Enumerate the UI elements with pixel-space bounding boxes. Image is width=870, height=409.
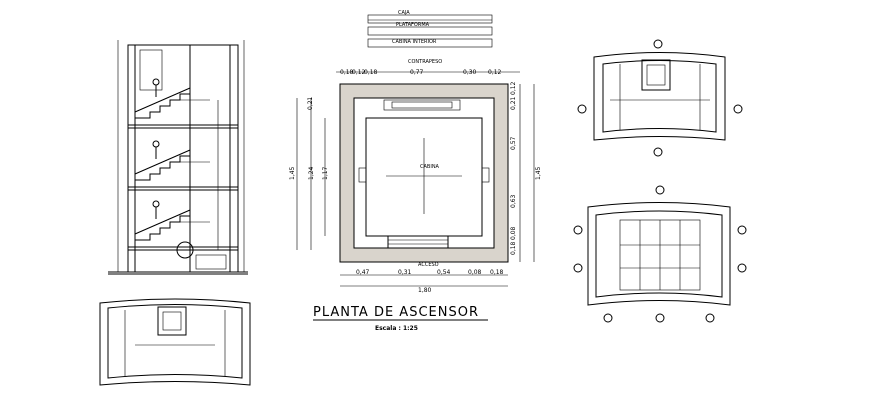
dim-top-0: 0,18: [340, 69, 354, 76]
drawing-title: PLANTA DE ASCENSOR: [313, 305, 479, 320]
label-contrapeso: CONTRAPESO: [408, 59, 442, 65]
dim-bottom-2: 0,54: [437, 269, 451, 276]
dim-right-4: 0,08: [510, 226, 517, 240]
dim-bottom-1: 0,31: [398, 269, 412, 276]
dim-top-2: 0,18: [364, 69, 378, 76]
dim-right-1: 0,12: [510, 81, 517, 95]
dim-total: 1,80: [418, 287, 432, 294]
elevator-plan: CAJA PLATAFORMA CABINA INTERIOR CONTRAPE…: [289, 10, 542, 332]
dim-top-3: 0,77: [410, 69, 424, 76]
dim-right-6: 1,45: [535, 166, 542, 180]
dim-top-1: 0,12: [352, 69, 366, 76]
dim-right-3: 0,63: [510, 194, 517, 208]
dim-left-2: 1,17: [322, 166, 329, 180]
dim-left-1: 1,24: [308, 166, 315, 180]
dim-right-0: 0,21: [510, 96, 517, 110]
dim-right-2: 0,57: [510, 136, 517, 150]
stair-floor-plan-small: [99, 298, 251, 386]
label-cabina: CABINA: [420, 164, 440, 170]
dim-top-4: 0,30: [463, 69, 477, 76]
dim-right-5: 0,18: [510, 241, 517, 255]
dim-bottom-4: 0,18: [490, 269, 504, 276]
stair-plan-top-right: [577, 39, 743, 157]
drawing-scale: Escala : 1:25: [375, 325, 418, 332]
dim-bottom-3: 0,08: [468, 269, 482, 276]
building-section-elevation: [108, 40, 248, 275]
dim-top-5: 0,12: [488, 69, 502, 76]
label-plataforma: PLATAFORMA: [396, 22, 430, 28]
label-caja: CAJA: [398, 10, 410, 16]
label-cabina-interior: CABINA INTERIOR: [392, 39, 437, 45]
label-acceso: ACCESO: [418, 262, 439, 268]
dim-left-3: 1,45: [289, 166, 296, 180]
dim-left-0: 0,21: [307, 96, 314, 110]
floor-plan-bottom-right: [573, 185, 747, 323]
dim-bottom-0: 0,47: [356, 269, 370, 276]
